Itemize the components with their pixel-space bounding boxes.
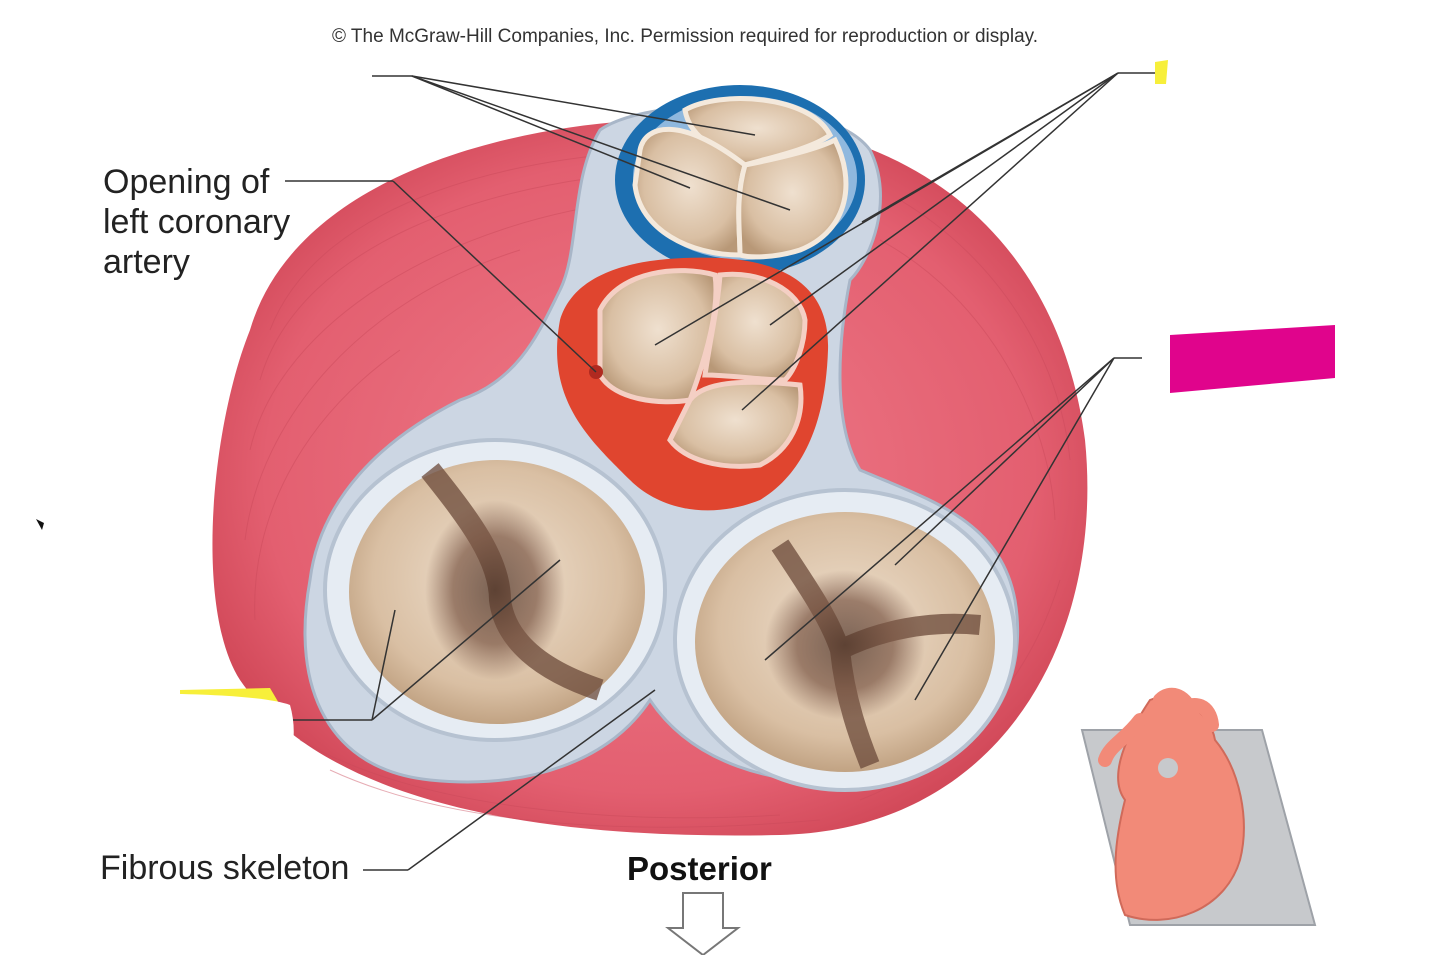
yellow-highlight-mark-top xyxy=(1155,60,1168,84)
magenta-highlight-mark xyxy=(1170,325,1335,393)
label-mask-right-blob xyxy=(1335,246,1440,446)
posterior-arrow-icon xyxy=(665,892,741,955)
label-line: left coronary xyxy=(103,203,291,241)
label-mask-top-left xyxy=(5,7,347,97)
heart-orientation-icon xyxy=(1080,687,1317,926)
label-line: artery xyxy=(103,243,190,281)
label-left-coronary-opening: Opening of left coronary artery xyxy=(103,162,313,282)
label-mask-right xyxy=(1380,0,1440,955)
copyright-notice: © The McGraw-Hill Companies, Inc. Permis… xyxy=(332,26,1039,47)
label-line: Opening of xyxy=(103,163,270,201)
leader-lines xyxy=(285,72,1155,871)
label-mask-bottom-left xyxy=(3,693,294,795)
black-dot-mark xyxy=(36,519,44,530)
label-fibrous-skeleton: Fibrous skeleton xyxy=(100,849,350,887)
pulmonary-valve-cusps xyxy=(632,96,849,260)
label-posterior: Posterior xyxy=(627,850,772,887)
